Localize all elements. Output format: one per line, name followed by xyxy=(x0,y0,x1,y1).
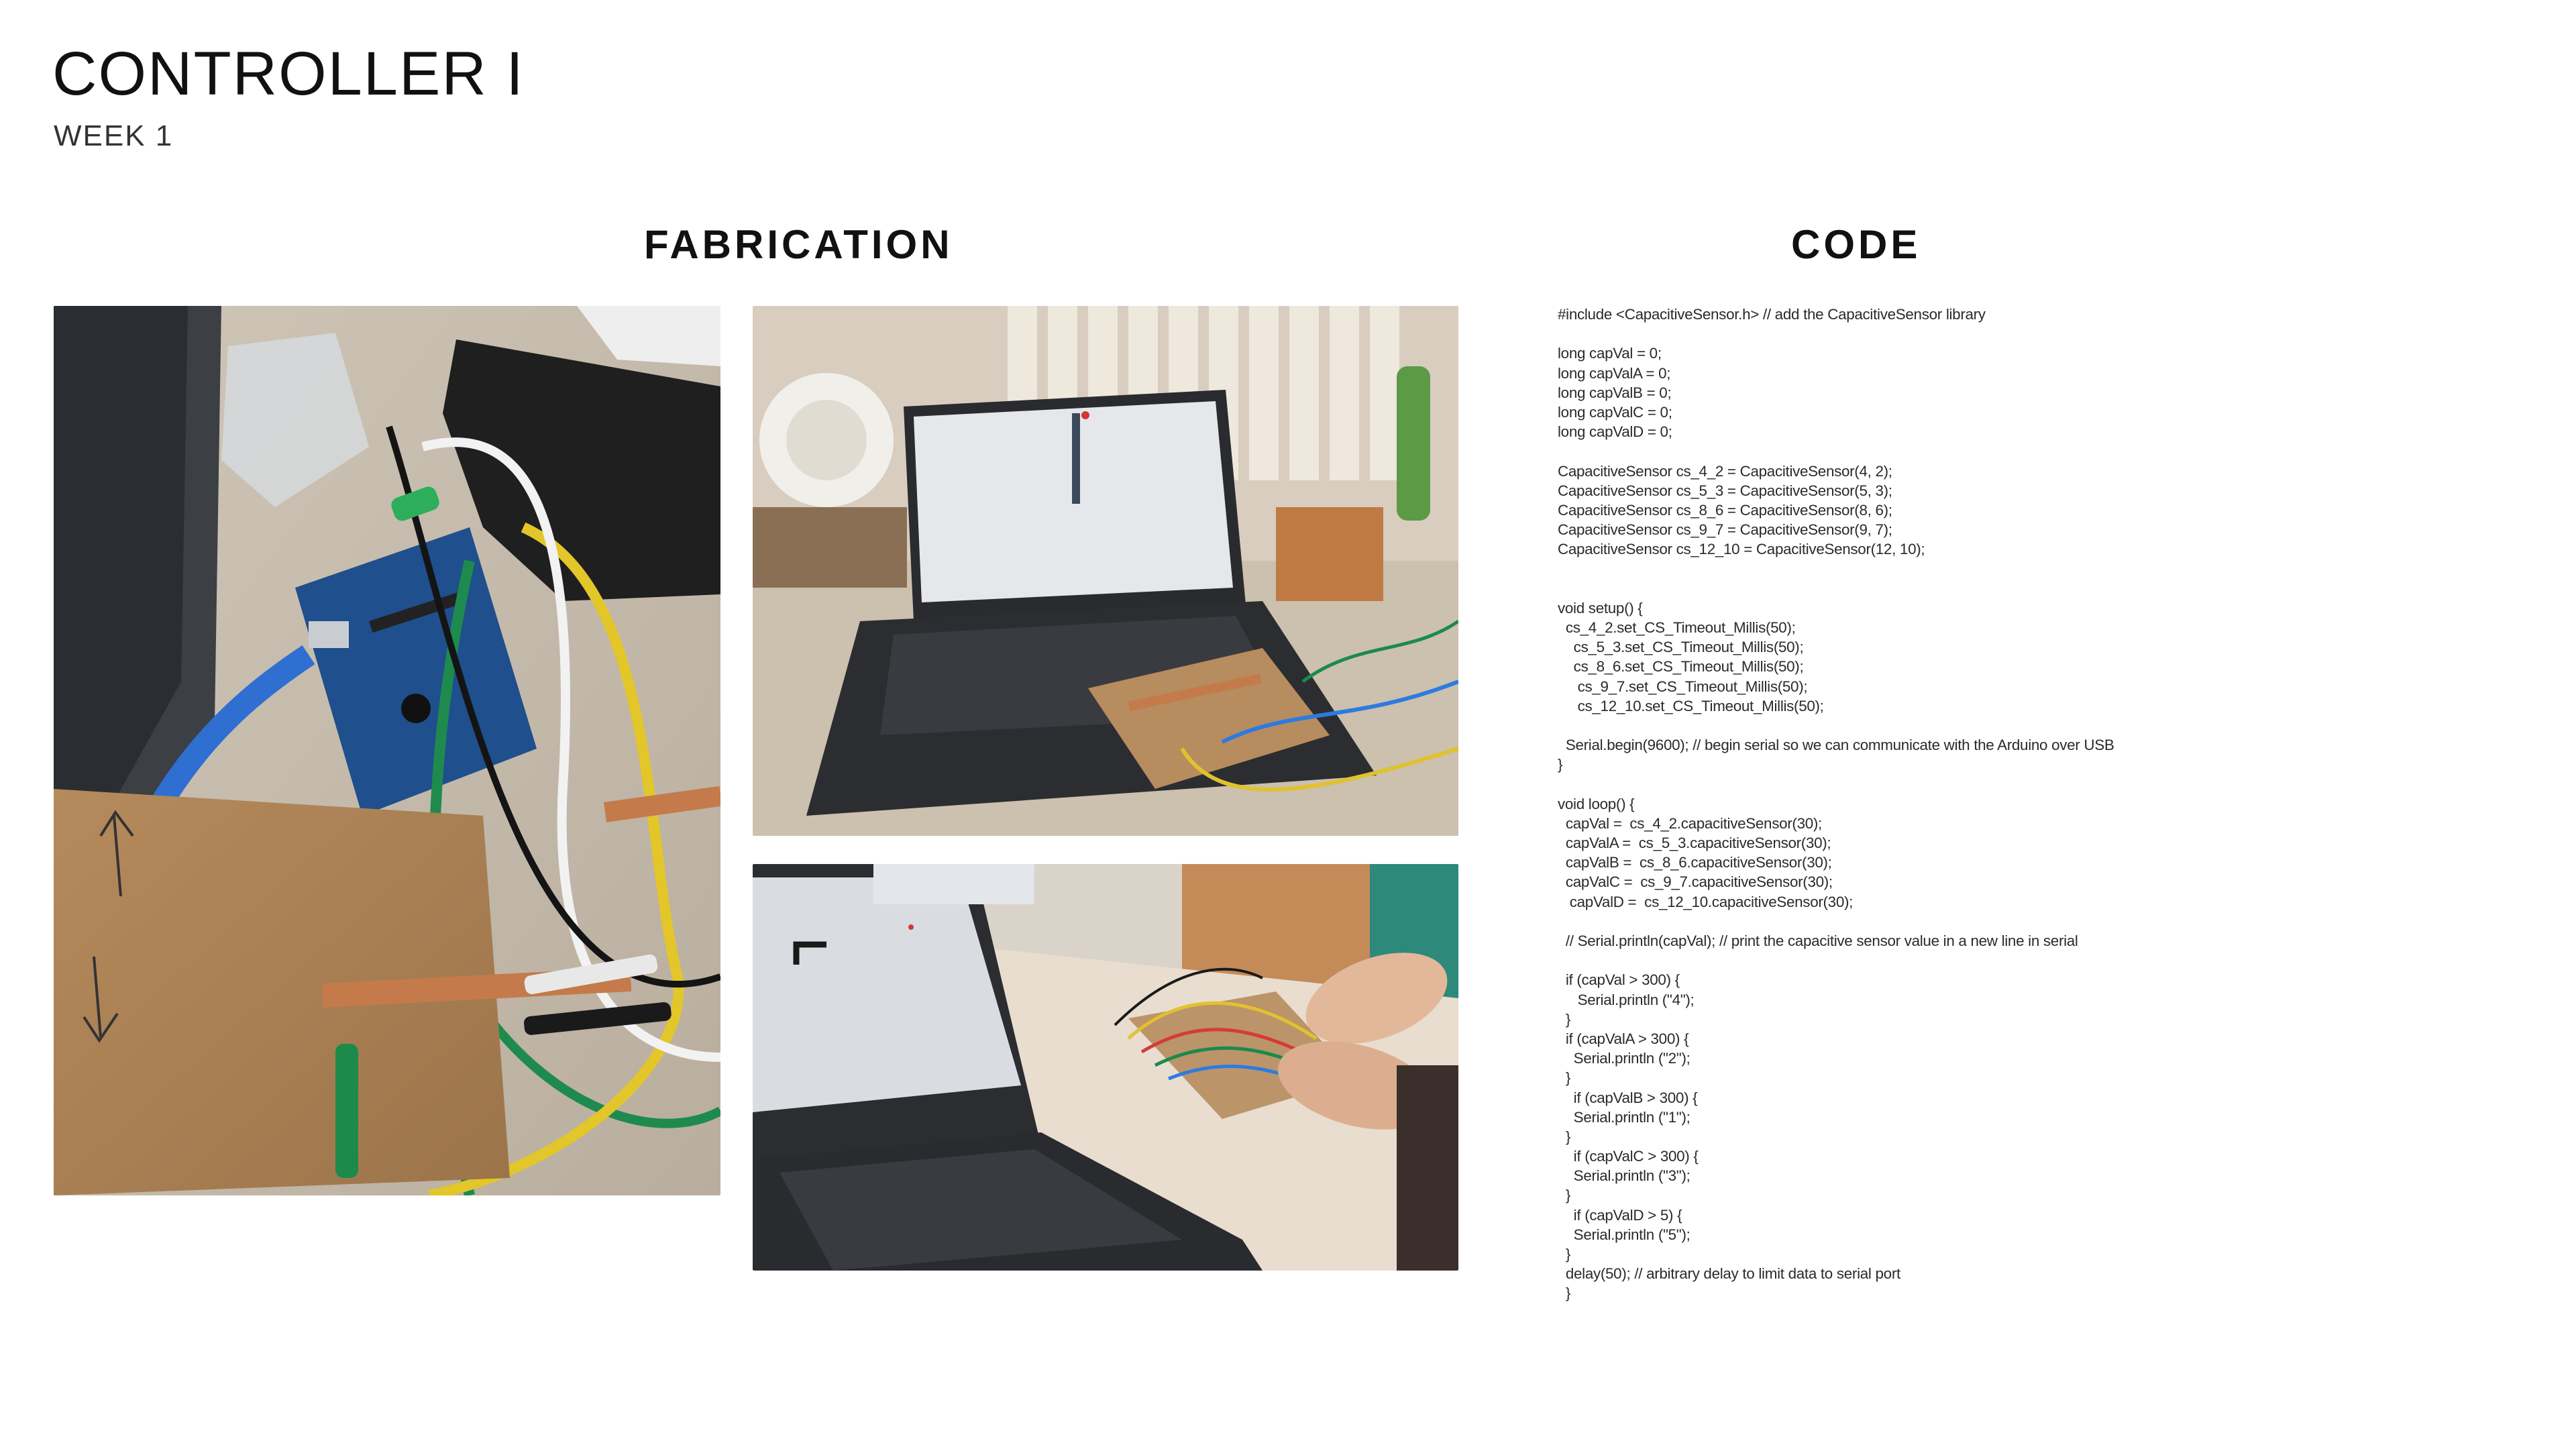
code-line: if (capValA > 300) { xyxy=(1558,1030,1689,1047)
code-line: delay(50); // arbitrary delay to limit d… xyxy=(1558,1265,1900,1283)
code-line: } xyxy=(1558,1285,1571,1302)
code-line: long capValB = 0; xyxy=(1558,384,1672,401)
code-line: capVal = cs_4_2.capacitiveSensor(30); xyxy=(1558,814,1822,832)
code-line: } xyxy=(1558,1128,1571,1145)
code-line: if (capVal > 300) { xyxy=(1558,971,1680,989)
code-line: Serial.println ("4"); xyxy=(1558,991,1695,1008)
code-line: Serial.println ("3"); xyxy=(1558,1167,1690,1185)
code-line xyxy=(1558,559,2551,578)
code-line: cs_9_7.set_CS_Timeout_Millis(50); xyxy=(1558,678,1808,695)
code-line xyxy=(1558,716,2551,735)
code-line: long capValC = 0; xyxy=(1558,403,1672,421)
code-line: } xyxy=(1558,756,1563,773)
code-line: } xyxy=(1558,1187,1571,1204)
code-line: cs_5_3.set_CS_Timeout_Millis(50); xyxy=(1558,639,1804,656)
code-line: void loop() { xyxy=(1558,795,1635,812)
code-line: cs_12_10.set_CS_Timeout_Millis(50); xyxy=(1558,697,1824,714)
code-line: #include <CapacitiveSensor.h> // add the… xyxy=(1558,306,1986,323)
code-line: capValA = cs_5_3.capacitiveSensor(30); xyxy=(1558,835,1831,852)
code-line: Serial.println ("5"); xyxy=(1558,1226,1690,1243)
code-line: if (capValD > 5) { xyxy=(1558,1206,1682,1224)
fabrication-photo-testing xyxy=(753,864,1458,1271)
code-line: if (capValC > 300) { xyxy=(1558,1148,1699,1165)
code-line: long capValD = 0; xyxy=(1558,423,1672,441)
code-line: long capValA = 0; xyxy=(1558,364,1671,382)
code-line: } xyxy=(1558,1010,1571,1028)
code-heading: CODE xyxy=(1791,222,1921,267)
code-block: #include <CapacitiveSensor.h> // add the… xyxy=(1558,305,2551,1303)
code-line: capValD = cs_12_10.capacitiveSensor(30); xyxy=(1558,893,1854,910)
code-line xyxy=(1558,912,2551,931)
code-line: if (capValB > 300) { xyxy=(1558,1089,1698,1106)
code-line: Serial.println ("2"); xyxy=(1558,1050,1690,1067)
page-title: CONTROLLER I xyxy=(52,40,525,108)
code-line: cs_8_6.set_CS_Timeout_Millis(50); xyxy=(1558,658,1804,676)
code-line: CapacitiveSensor cs_4_2 = CapacitiveSens… xyxy=(1558,462,1892,480)
code-line: // Serial.println(capVal); // print the … xyxy=(1558,932,2078,949)
code-line xyxy=(1558,951,2551,970)
fabrication-photo-laptop-game xyxy=(753,306,1458,836)
code-line xyxy=(1558,441,2551,461)
code-line xyxy=(1558,775,2551,794)
code-line: } xyxy=(1558,1069,1571,1087)
code-line: CapacitiveSensor cs_12_10 = CapacitiveSe… xyxy=(1558,541,1925,558)
code-line: Serial.println ("1"); xyxy=(1558,1108,1690,1126)
code-line: CapacitiveSensor cs_8_6 = CapacitiveSens… xyxy=(1558,501,1892,519)
code-line: CapacitiveSensor cs_5_3 = CapacitiveSens… xyxy=(1558,482,1892,499)
page-subtitle: WEEK 1 xyxy=(54,119,174,152)
fabrication-heading: FABRICATION xyxy=(644,222,953,267)
code-line: } xyxy=(1558,1246,1571,1263)
code-line: cs_4_2.set_CS_Timeout_Millis(50); xyxy=(1558,619,1796,636)
code-line: long capVal = 0; xyxy=(1558,345,1662,362)
fabrication-photo-arduino xyxy=(54,306,720,1195)
code-line: Serial.begin(9600); // begin serial so w… xyxy=(1558,737,2114,754)
code-line: capValB = cs_8_6.capacitiveSensor(30); xyxy=(1558,854,1832,871)
code-line xyxy=(1558,324,2551,343)
code-line xyxy=(1558,579,2551,598)
code-line: CapacitiveSensor cs_9_7 = CapacitiveSens… xyxy=(1558,521,1892,539)
code-line: capValC = cs_9_7.capacitiveSensor(30); xyxy=(1558,873,1833,891)
code-line: void setup() { xyxy=(1558,599,1643,616)
